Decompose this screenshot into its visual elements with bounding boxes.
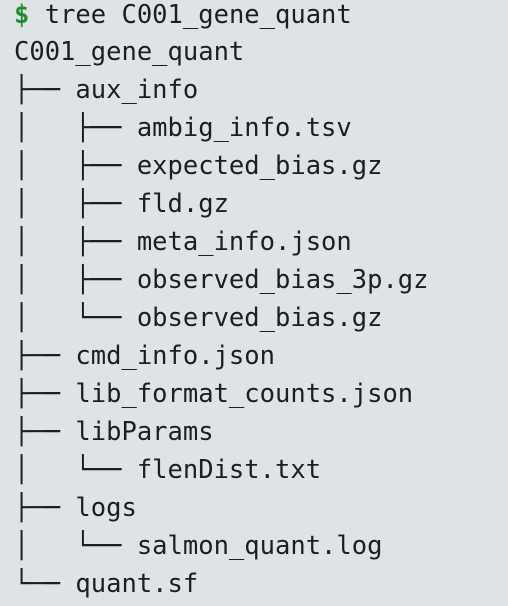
tree-entry-observed-bias: │ └── observed_bias.gz — [14, 303, 383, 333]
tree-entry-libparams: ├── libParams — [14, 417, 214, 447]
tree-entry-lib-format-counts: ├── lib_format_counts.json — [14, 379, 414, 409]
command-line: $ tree C001_gene_quant — [14, 0, 352, 34]
prompt-symbol: $ — [14, 0, 30, 30]
tree-entry-meta-info: │ ├── meta_info.json — [14, 227, 352, 257]
tree-entry-aux-info: ├── aux_info — [14, 75, 199, 105]
command-text: tree C001_gene_quant — [29, 0, 352, 30]
tree-entry-expected-bias: │ ├── expected_bias.gz — [14, 151, 383, 181]
tree-root: C001_gene_quant — [14, 37, 245, 67]
tree-entry-salmon-quant-log: │ └── salmon_quant.log — [14, 531, 383, 561]
tree-entry-logs: ├── logs — [14, 493, 137, 523]
tree-entry-fld: │ ├── fld.gz — [14, 189, 229, 219]
tree-entry-quant-sf: └── quant.sf — [14, 569, 199, 599]
tree-entry-ambig-info: │ ├── ambig_info.tsv — [14, 113, 352, 143]
tree-entry-observed-bias-3p: │ ├── observed_bias_3p.gz — [14, 265, 429, 295]
tree-entry-flendist: │ └── flenDist.txt — [14, 455, 322, 485]
tree-entry-cmd-info: ├── cmd_info.json — [14, 341, 275, 371]
